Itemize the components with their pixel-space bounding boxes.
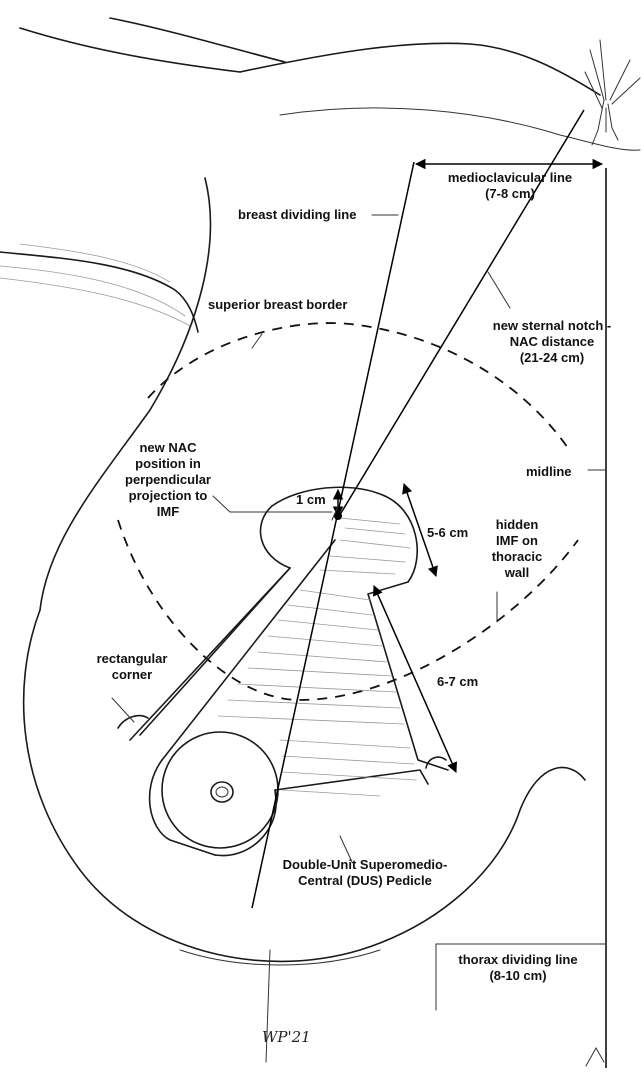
artist-signature: WP'21 <box>262 1028 311 1046</box>
breast-contour <box>22 609 586 963</box>
pedicle-hatching <box>217 517 417 797</box>
label-new-nac-position: new NAC position in perpendicular projec… <box>125 440 211 519</box>
shoulder-contour <box>19 17 641 151</box>
leader-new-nac <box>212 495 333 513</box>
label-midline: midline <box>526 464 572 479</box>
dus-pedicle-shape <box>139 539 429 857</box>
label-dus-pedicle: Double-Unit Superomedio- Central (DUS) P… <box>282 857 448 888</box>
breast-dividing-line-stroke <box>251 161 415 909</box>
superior-breast-border-line <box>147 322 569 449</box>
label-thorax-dividing-line: thorax dividing line (8-10 cm) <box>458 952 578 983</box>
imf-dashed-line <box>117 519 579 701</box>
keyhole-outline <box>129 486 449 771</box>
leader-dus-pedicle <box>339 835 353 863</box>
label-six-seven-cm: 6-7 cm <box>437 674 479 689</box>
sternal-notch-nac-line <box>337 109 585 519</box>
leader-rectangular-corner <box>111 697 135 723</box>
lower-right-mark <box>585 1046 605 1067</box>
sternal-notch-sketch <box>584 39 641 146</box>
label-rectangular-corner: rectangular corner <box>96 651 168 682</box>
five-six-cm-arrow <box>402 483 438 577</box>
lateral-chest-contour <box>39 177 212 611</box>
six-seven-cm-arrow <box>373 585 457 773</box>
label-breast-dividing-line: breast dividing line <box>238 207 357 222</box>
label-medioclavicular-line: medioclavicular line (7-8 cm) <box>447 170 573 201</box>
label-new-sternal-notch: new sternal notch - NAC distance (21-24 … <box>492 318 612 365</box>
arm-contour <box>0 243 199 333</box>
leader-sternal-notch <box>487 271 511 309</box>
lower-contour-line <box>265 949 271 1063</box>
label-one-cm: 1 cm <box>296 492 326 507</box>
label-five-six-cm: 5-6 cm <box>427 525 469 540</box>
label-hidden-imf: hidden IMF on thoracic wall <box>491 517 543 580</box>
leader-thorax-dividing <box>435 943 607 1011</box>
nac-point <box>331 505 342 521</box>
leader-superior-border <box>251 333 263 349</box>
rectangular-corner-left <box>117 714 149 729</box>
label-superior-breast-border: superior breast border <box>208 297 348 312</box>
inferior-breast-shading <box>179 949 381 966</box>
